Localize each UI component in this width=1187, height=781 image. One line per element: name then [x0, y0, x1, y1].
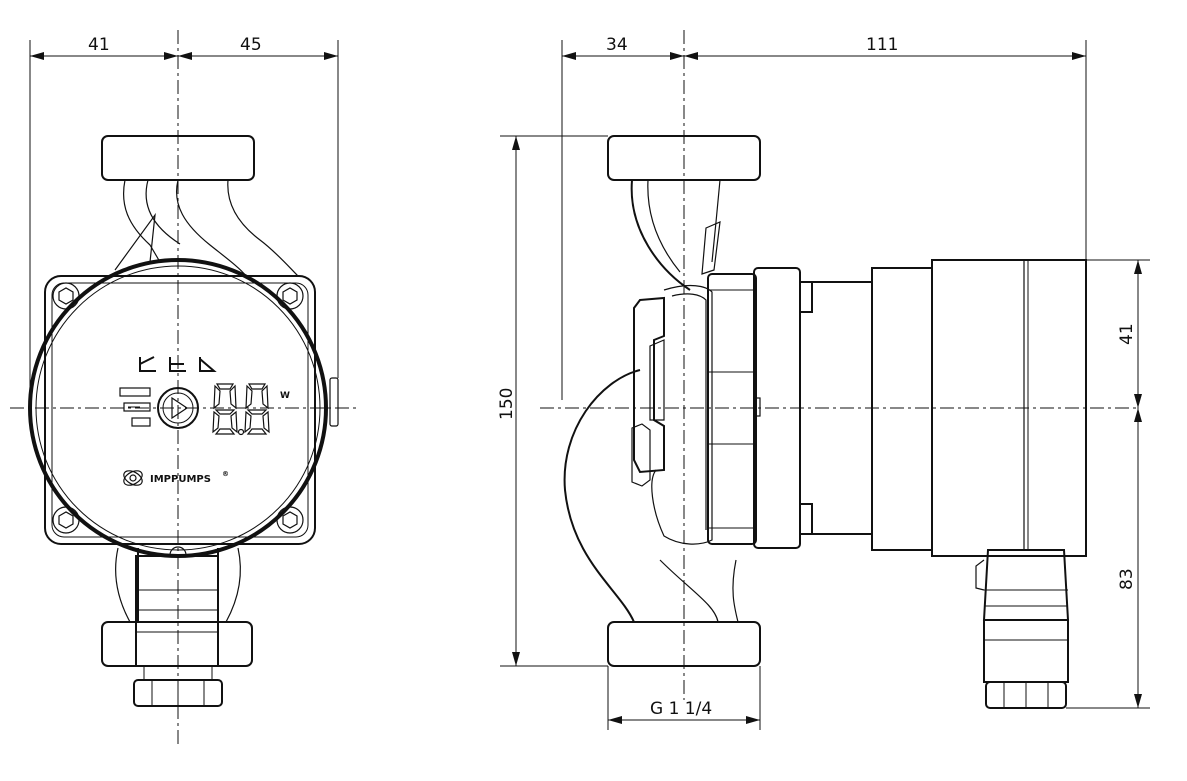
speed-bar-2	[123, 402, 151, 412]
power-display: W	[212, 383, 290, 436]
brand-registered-mark: ®	[222, 470, 229, 478]
side-volute-left-upper	[647, 179, 681, 273]
front-lower-volute-right	[225, 547, 241, 623]
dim-side-left-width: 34	[606, 35, 628, 55]
mode-icon-3	[199, 357, 217, 372]
dim-front-right-width: 45	[240, 35, 262, 55]
side-terminal-box	[982, 549, 1070, 621]
front-view: W IMPPUMPS ® 41 45	[10, 30, 360, 745]
front-volute-left	[123, 179, 161, 263]
mode-icon-2	[169, 357, 186, 372]
dim-upper-height: 41	[1117, 323, 1137, 345]
display-digit-1	[212, 383, 238, 435]
front-bolt-bottom-left	[52, 506, 80, 534]
speed-bars	[119, 387, 151, 427]
side-terminal-clip	[975, 559, 985, 591]
front-bolt-top-right	[276, 282, 304, 310]
side-control-head	[633, 296, 665, 474]
front-lower-volute-left	[115, 547, 131, 623]
side-volute-outer	[563, 179, 691, 623]
front-head-notch	[169, 546, 187, 556]
front-volute-inner	[145, 179, 181, 245]
brand-logo-icon	[123, 470, 143, 486]
side-volute-upper-right	[711, 179, 721, 263]
brand-logo: IMPPUMPS ®	[123, 470, 229, 486]
front-control-head-inner	[35, 265, 321, 551]
side-volute-lower-inner	[659, 559, 719, 623]
side-motor-can	[931, 259, 1087, 557]
side-bolt-bottom	[799, 503, 813, 535]
play-button-icon	[157, 387, 199, 429]
side-cable-gland	[983, 619, 1069, 683]
front-cable-gland-body	[135, 555, 219, 667]
side-view: 34 111 150 41 83 G 1 1/4	[497, 30, 1150, 730]
mode-icons	[139, 356, 217, 372]
dim-lower-height: 83	[1117, 568, 1137, 590]
front-bolt-top-left	[52, 282, 80, 310]
side-head-shell-inner	[671, 293, 707, 530]
front-bolt-bottom-right	[276, 506, 304, 534]
side-fin	[701, 221, 721, 275]
mode-icon-1	[139, 356, 156, 372]
side-head-shell	[651, 284, 713, 545]
front-volute-wing	[114, 212, 156, 271]
side-volute-lower-right	[732, 559, 739, 623]
front-volute-right	[227, 179, 299, 277]
front-motor-plate-inner	[51, 282, 309, 538]
side-head-button	[631, 423, 651, 487]
speed-bar-1	[119, 387, 151, 397]
power-unit-label: W	[280, 391, 290, 401]
dim-side-right-width: 111	[866, 35, 898, 55]
brand-name: IMPPUMPS	[150, 474, 211, 485]
side-plate-tab	[753, 397, 761, 417]
dim-overall-height: 150	[497, 388, 517, 420]
side-motor-plate	[707, 273, 757, 545]
display-decimal-point	[237, 428, 245, 436]
play-triangle-icon	[171, 396, 189, 420]
side-bottom-flange	[607, 621, 761, 667]
front-side-nub	[329, 377, 339, 427]
front-motor-plate	[44, 275, 316, 545]
side-stator-step	[871, 267, 933, 551]
side-head-lens	[649, 339, 665, 421]
front-volute-mid	[176, 179, 247, 277]
side-bolt-top	[799, 281, 813, 313]
front-bottom-flange	[101, 621, 253, 667]
dim-front-left-width: 41	[88, 35, 110, 55]
side-top-flange	[607, 135, 761, 181]
display-digit-2	[244, 383, 270, 435]
dim-thread-size: G 1 1/4	[650, 699, 712, 719]
speed-bar-3	[131, 417, 151, 427]
